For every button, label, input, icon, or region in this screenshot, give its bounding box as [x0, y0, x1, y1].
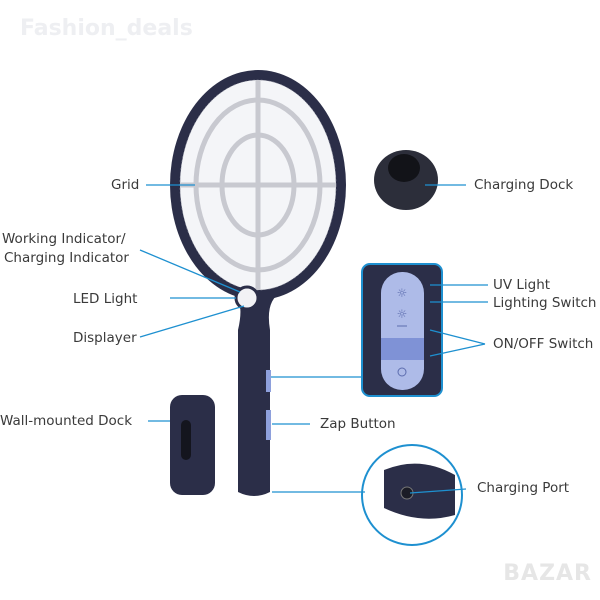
label-uv-light: UV Light — [493, 277, 551, 293]
charging-port-image — [361, 444, 463, 546]
led-light — [234, 285, 260, 311]
charging-dock-image — [374, 150, 438, 210]
leader-lines — [139, 184, 488, 494]
side-switch — [266, 370, 271, 392]
label-charging-indicator: Charging Indicator — [4, 250, 129, 266]
label-grid: Grid — [111, 177, 140, 193]
label-displayer: Displayer — [73, 330, 137, 346]
switch-detail-image: ☼ ☼ — [361, 263, 443, 397]
zap-button-shape — [266, 410, 271, 440]
label-zap-button: Zap Button — [320, 416, 396, 432]
label-led-light: LED Light — [73, 291, 138, 307]
svg-text:☼: ☼ — [397, 307, 408, 321]
label-on-off-switch: ON/OFF Switch — [493, 336, 594, 352]
label-charging-port: Charging Port — [477, 480, 570, 496]
svg-text:☼: ☼ — [397, 286, 408, 300]
bazar-logo: BAZAR — [503, 561, 592, 586]
label-charging-dock: Charging Dock — [474, 177, 574, 193]
watermark: Fashion_deals — [20, 16, 193, 41]
label-wall-mounted-dock: Wall-mounted Dock — [0, 413, 133, 429]
label-lighting-switch: Lighting Switch — [493, 295, 597, 311]
label-working-indicator: Working Indicator/ — [2, 231, 126, 247]
racket-head — [170, 70, 346, 300]
racket-handle — [232, 292, 282, 496]
wall-dock-image — [170, 395, 215, 495]
